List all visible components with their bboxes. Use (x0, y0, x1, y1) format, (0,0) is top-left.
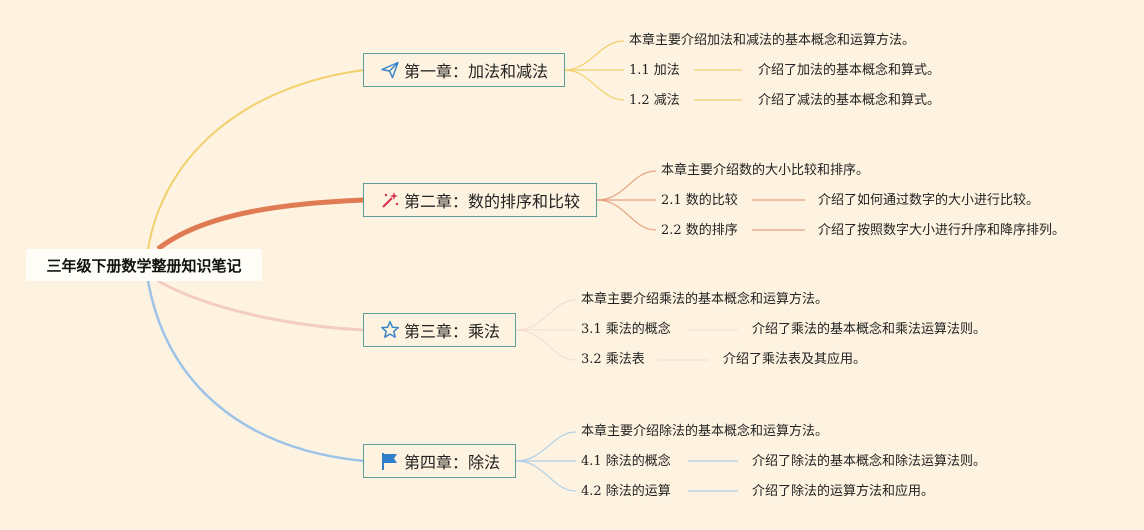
branch-link-1 (147, 69, 365, 250)
ch2-link-s2 (596, 199, 657, 231)
ch4-summary[interactable]: 本章主要介绍除法的基本概念和运算方法。 (581, 424, 829, 439)
ch4-section-2-detail[interactable]: 介绍了除法的运算方法和应用。 (752, 484, 935, 499)
ch1-section-1[interactable]: 1.1 加法 (629, 63, 680, 78)
branch-link-3 (157, 279, 365, 332)
ch1-section-1-detail[interactable]: 介绍了加法的基本概念和算式。 (758, 63, 941, 78)
root-title: 三年级下册数学整册知识笔记 (46, 256, 242, 275)
ch1-summary[interactable]: 本章主要介绍加法和减法的基本概念和运算方法。 (629, 33, 916, 48)
flag-icon (380, 451, 400, 471)
ch1-section-2-detail[interactable]: 介绍了减法的基本概念和算式。 (758, 93, 941, 108)
ch4-section-2[interactable]: 4.2 除法的运算 (581, 484, 671, 499)
ch2-section-1[interactable]: 2.1 数的比较 (661, 193, 738, 208)
chapter-node-4[interactable]: 第四章：除法 (363, 444, 516, 478)
branch-link-4 (146, 280, 365, 463)
magic-wand-icon (380, 190, 400, 210)
ch2-link-summary (596, 170, 657, 201)
ch4-link-summary (515, 431, 577, 462)
chapter-node-3[interactable]: 第三章：乘法 (363, 313, 516, 347)
ch2-section-2-detail[interactable]: 介绍了按照数字大小进行升序和降序排列。 (818, 223, 1066, 238)
chapter-node-2[interactable]: 第二章：数的排序和比较 (363, 183, 597, 217)
ch3-summary[interactable]: 本章主要介绍乘法的基本概念和运算方法。 (581, 292, 829, 307)
ch3-section-2[interactable]: 3.2 乘法表 (581, 352, 645, 367)
ch2-section-1-detail[interactable]: 介绍了如何通过数字的大小进行比较。 (818, 193, 1040, 208)
ch2-section-2[interactable]: 2.2 数的排序 (661, 223, 738, 238)
chapter-label-4: 第四章：除法 (404, 453, 501, 472)
ch3-section-1-detail[interactable]: 介绍了乘法的基本概念和乘法运算法则。 (752, 322, 987, 337)
root-topic[interactable]: 三年级下册数学整册知识笔记 (26, 249, 262, 281)
chapter-label-3: 第三章：乘法 (404, 322, 501, 341)
ch3-link-s2 (515, 329, 577, 361)
ch3-section-1[interactable]: 3.1 乘法的概念 (581, 322, 671, 337)
ch4-link-s2 (515, 460, 577, 492)
chapter-label-2: 第二章：数的排序和比较 (404, 192, 581, 211)
chapter-label-1: 第一章：加法和减法 (404, 62, 549, 81)
star-icon (380, 320, 400, 340)
ch1-link-summary (564, 40, 625, 71)
branch-link-2 (156, 197, 365, 251)
ch1-link-s2 (564, 69, 625, 101)
ch3-link-summary (515, 299, 577, 331)
ch1-section-2[interactable]: 1.2 减法 (629, 93, 680, 108)
ch4-section-1-detail[interactable]: 介绍了除法的基本概念和除法运算法则。 (752, 454, 987, 469)
ch3-section-2-detail[interactable]: 介绍了乘法表及其应用。 (723, 352, 867, 367)
paper-plane-icon (380, 60, 400, 80)
ch4-section-1[interactable]: 4.1 除法的概念 (581, 454, 671, 469)
chapter-node-1[interactable]: 第一章：加法和减法 (363, 53, 565, 87)
ch2-summary[interactable]: 本章主要介绍数的大小比较和排序。 (661, 163, 870, 178)
